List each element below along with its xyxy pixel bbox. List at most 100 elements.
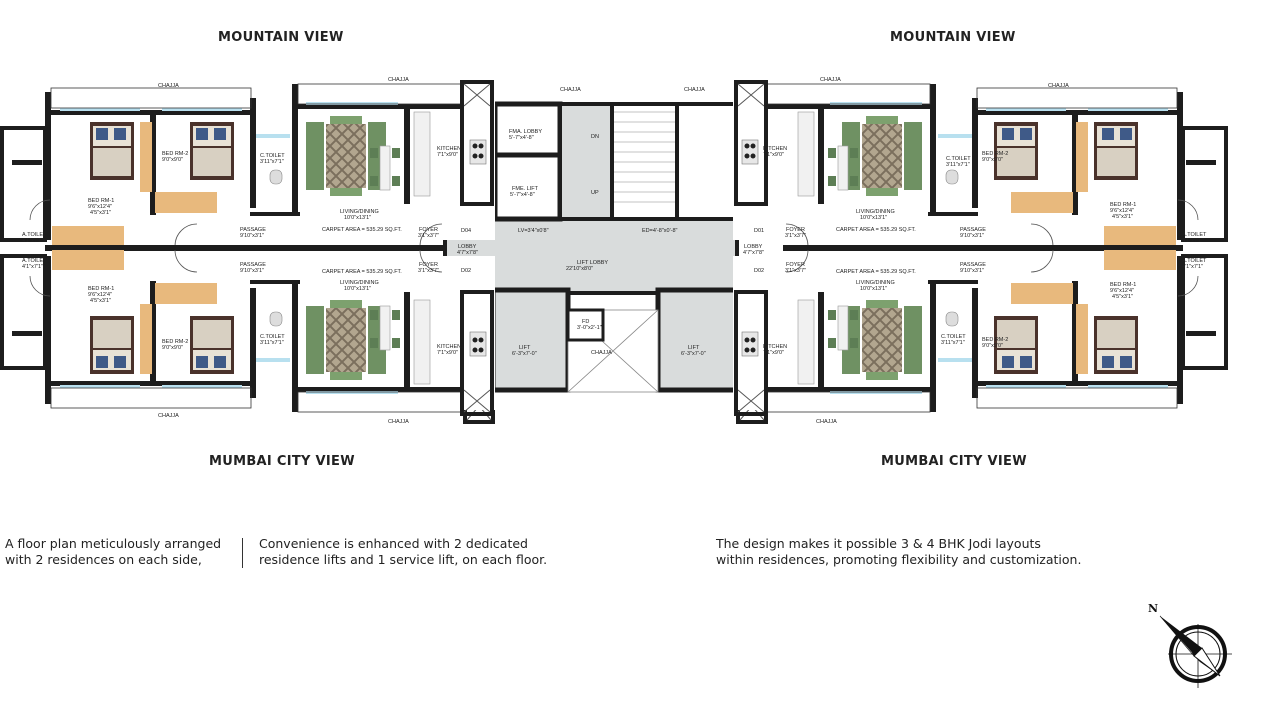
door-label: D02 — [461, 268, 471, 274]
passage-label: PASSAGE — [960, 262, 986, 268]
view-label-mountain-right: MOUNTAIN VIEW — [890, 30, 1016, 45]
lift-lobby-dim: 22'10"x8'0" — [566, 266, 593, 272]
carpet-label: CARPET AREA = 535.29 SQ.FT. — [836, 269, 916, 275]
foyer-dim: 3'1"x3'7" — [418, 268, 439, 274]
kitchen-dim: 7'1"x9'0" — [437, 350, 458, 356]
bed2-dim: 9'0"x9'0" — [982, 343, 1003, 349]
living-label: LIVING/DINING — [340, 209, 379, 215]
stair-dn: DN — [591, 134, 599, 140]
compass-north-label: N — [1148, 602, 1158, 615]
lobby-label: LOBBY — [744, 244, 763, 250]
fd-label: FD — [582, 319, 589, 325]
lift-label: LIFT — [519, 345, 531, 351]
atoilet-dim: 4'1"x7'1" — [22, 238, 43, 244]
bed2-label: BED RM-2 — [982, 337, 1008, 343]
lobby-label: LOBBY — [458, 244, 477, 250]
atoilet-label: A.TOILET — [1182, 232, 1207, 238]
foyer-label: FOYER — [786, 262, 805, 268]
door-label: D02 — [754, 268, 764, 274]
north-compass-icon: N — [1148, 602, 1232, 688]
caption-floor-plan: A floor plan meticulously arranged with … — [5, 536, 237, 568]
chajja-label: CHAJJA — [591, 350, 612, 356]
ctoilet-dim: 3'11"x7'1" — [260, 159, 284, 165]
caption-line: with 2 residences on each side, — [5, 552, 202, 567]
lift-label: LIFT — [688, 345, 700, 351]
caption-jodi-layouts: The design makes it possible 3 & 4 BHK J… — [716, 536, 1136, 568]
lv-label: LV=3'4"x0'8" — [518, 228, 549, 234]
bed1-label: BED RM-1 — [88, 286, 114, 292]
carpet-label: CARPET AREA = 535.29 SQ.FT. — [322, 227, 402, 233]
bed2-label: BED RM-2 — [162, 151, 188, 157]
lift-dim: 6'-3"x7'-0" — [681, 351, 706, 357]
fd-dim: 3'-0"x2'-1" — [577, 325, 602, 331]
kitchen-label: KITCHEN — [437, 146, 461, 152]
bed1-dim2: 4'5"x3'1" — [1112, 214, 1133, 220]
bed1-label: BED RM-1 — [88, 198, 114, 204]
view-label-mountain-left: MOUNTAIN VIEW — [218, 30, 344, 45]
ctoilet-dim: 3'11"x7'1" — [946, 162, 970, 168]
bed1-label: BED RM-1 — [1110, 282, 1136, 288]
atoilet-label: A.TOILET — [22, 258, 47, 264]
caption-line: A floor plan meticulously arranged — [5, 536, 222, 551]
living-label: LIVING/DINING — [340, 280, 379, 286]
passage-dim: 9'10"x3'1" — [240, 268, 264, 274]
passage-label: PASSAGE — [240, 262, 266, 268]
living-label: LIVING/DINING — [856, 280, 895, 286]
kitchen-dim: 7'1"x9'0" — [437, 152, 458, 158]
fire-lobby-label: FMA. LOBBY — [509, 129, 542, 135]
view-label-city-left: MUMBAI CITY VIEW — [209, 454, 355, 469]
foyer-label: FOYER — [786, 227, 805, 233]
chajja-label: CHAJJA — [560, 87, 581, 93]
passage-dim: 9'10"x3'1" — [960, 233, 984, 239]
caption-lifts: Convenience is enhanced with 2 dedicated… — [259, 536, 589, 568]
foyer-label: FOYER — [419, 262, 438, 268]
living-dim: 10'0"x13'1" — [860, 286, 887, 292]
bed2-dim: 9'0"x9'0" — [162, 157, 183, 163]
lobby-dim: 4'7"x7'8" — [457, 250, 478, 256]
caption-divider — [242, 538, 243, 568]
atoilet-label: A.TOILET — [1182, 258, 1207, 264]
ctoilet-label: C.TOILET — [260, 334, 285, 340]
bed1-dim2: 4'5"x3'1" — [1112, 294, 1133, 300]
lobby-dim: 4'7"x7'8" — [743, 250, 764, 256]
bed1-dim2: 4'5"x3'1" — [90, 298, 111, 304]
stair-up: UP — [591, 190, 599, 196]
ed-label: ED=4'-8"x0'-8" — [642, 228, 678, 234]
door-label: D01 — [754, 228, 764, 234]
atoilet-dim: 4'1"x7'1" — [22, 264, 43, 270]
bed2-dim: 9'0"x9'0" — [982, 157, 1003, 163]
carpet-label: CARPET AREA = 535.29 SQ.FT. — [322, 269, 402, 275]
ctoilet-dim: 3'11"x7'1" — [941, 340, 965, 346]
door-label: D04 — [461, 228, 471, 234]
fire-lift-label: FME. LIFT — [512, 186, 539, 192]
carpet-label: CARPET AREA = 535.29 SQ.FT. — [836, 227, 916, 233]
bed2-dim: 9'0"x9'0" — [162, 345, 183, 351]
ctoilet-label: C.TOILET — [941, 334, 966, 340]
living-dim: 10'0"x13'1" — [344, 286, 371, 292]
chajja-label: CHAJJA — [388, 419, 409, 425]
bed1-label: BED RM-1 — [1110, 202, 1136, 208]
living-dim: 10'0"x13'1" — [344, 215, 371, 221]
lift-dim: 6'-3"x7'-0" — [512, 351, 537, 357]
chajja-label: CHAJJA — [816, 419, 837, 425]
chajja-label: CHAJJA — [820, 77, 841, 83]
kitchen-label: KITCHEN — [437, 344, 461, 350]
chajja-label: CHAJJA — [684, 87, 705, 93]
passage-label: PASSAGE — [960, 227, 986, 233]
passage-dim: 9'10"x3'1" — [240, 233, 264, 239]
atoilet-dim: 4'1"x7'1" — [1182, 264, 1203, 270]
atoilet-label: A.TOILET — [22, 232, 47, 238]
ctoilet-label: C.TOILET — [260, 153, 285, 159]
foyer-dim: 3'1"x3'7" — [785, 268, 806, 274]
ctoilet-dim: 3'11"x7'1" — [260, 340, 284, 346]
fire-lift-dim: 5'-7"x4'-8" — [510, 192, 535, 198]
foyer-dim: 3'1"x3'7" — [418, 233, 439, 239]
bed1-dim: 9'6"x12'4" — [1110, 208, 1134, 214]
atoilet-dim: 4'1"x7'1" — [1182, 238, 1203, 244]
chajja-label: CHAJJA — [158, 413, 179, 419]
chajja-label: CHAJJA — [388, 77, 409, 83]
foyer-dim: 3'1"x3'7" — [785, 233, 806, 239]
ctoilet-label: C.TOILET — [946, 156, 971, 162]
living-dim: 10'0"x13'1" — [860, 215, 887, 221]
